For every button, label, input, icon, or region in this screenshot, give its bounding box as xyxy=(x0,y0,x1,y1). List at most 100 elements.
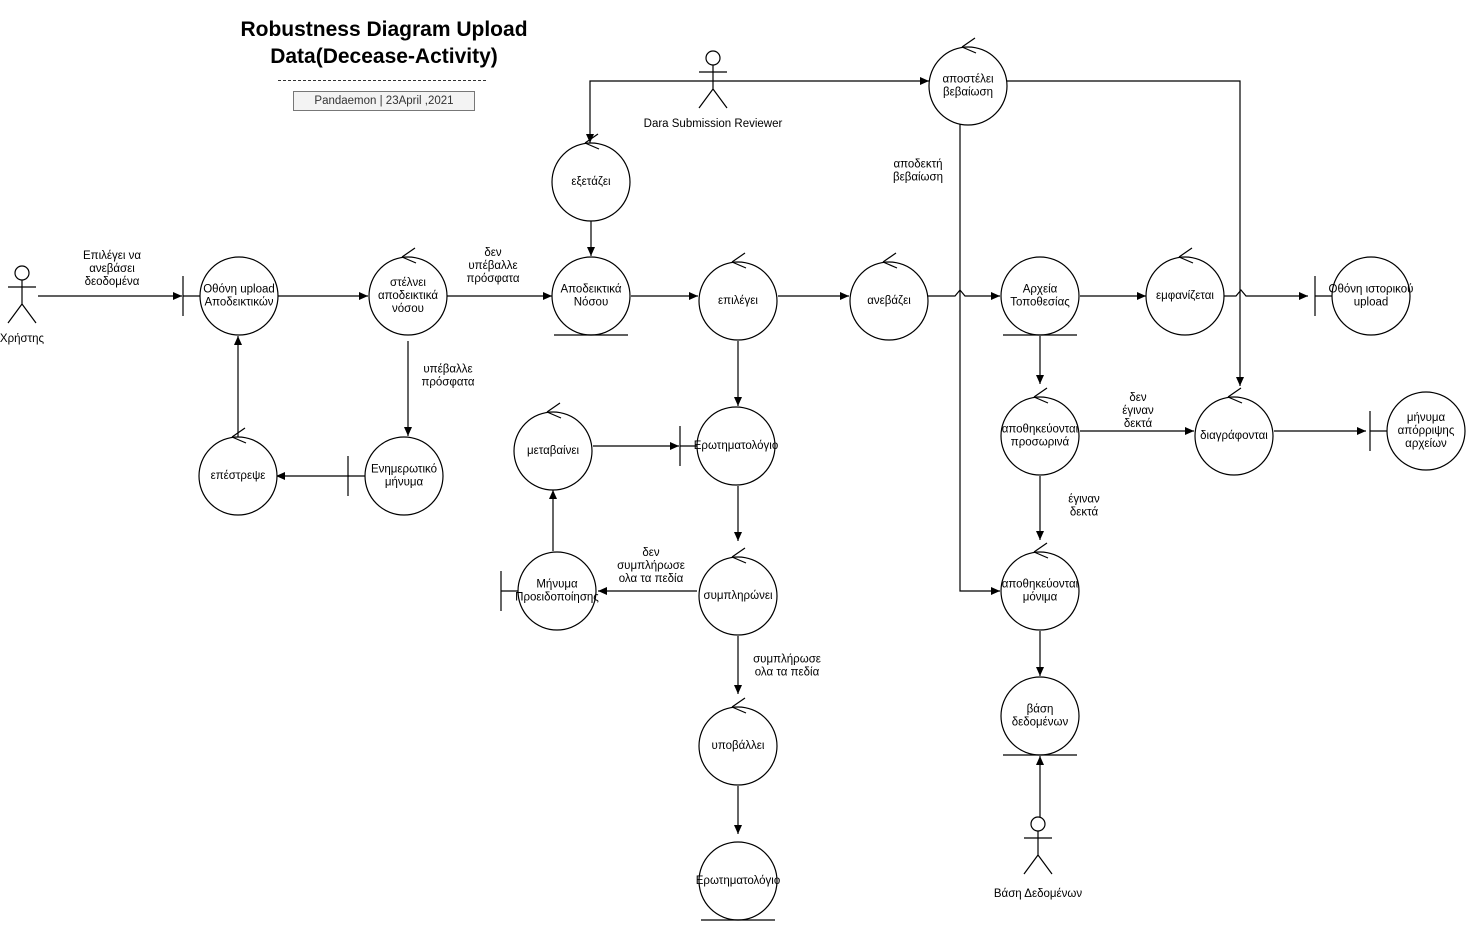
edge-label-not-submitted-line-1: δεν xyxy=(484,247,502,259)
stick-figure-icon xyxy=(698,65,728,109)
actor-reviewer[interactable]: Dara Submission Reviewer xyxy=(644,50,783,130)
disease-proof-label-line-1: Αποδεικτικά xyxy=(560,284,621,296)
uploads-label-line-1: ανεβάζει xyxy=(867,295,911,307)
returns-label-line-1: επέστρεψε xyxy=(211,470,266,482)
fills-label-line-1: συμπληρώνει xyxy=(703,590,772,602)
actor-user[interactable]: Χρήστης xyxy=(0,265,45,345)
sends-confirmation-label-line-1: αποστέλει xyxy=(942,74,993,86)
edge-label-submitted-line-2: πρόσφατα xyxy=(421,377,474,389)
control-circle xyxy=(698,556,778,636)
connector-arrow xyxy=(928,289,1000,300)
control-arrowhead-icon xyxy=(882,252,898,269)
control-circle xyxy=(698,261,778,341)
control-circle xyxy=(1145,256,1225,336)
history-screen-label-line-2: upload xyxy=(1354,297,1389,309)
upload-screen-label-line-2: Αποδεικτικών xyxy=(204,297,273,309)
actor-head-icon xyxy=(1030,816,1046,832)
control-circle xyxy=(513,411,593,491)
database-entity-label-line-2: δεδομένων xyxy=(1012,717,1069,729)
returns-control[interactable]: επέστρεψε xyxy=(198,427,278,516)
displayed-control[interactable]: εμφανίζεται xyxy=(1145,247,1225,336)
connector-arrow xyxy=(959,124,1000,595)
edge-label-not-all-fields-line-3: ολα τα πεδία xyxy=(619,573,684,585)
control-circle xyxy=(928,46,1008,126)
questionnaire1-boundary[interactable]: Ερωτηματολόγιο xyxy=(679,406,778,486)
actor-database[interactable]: Βάση Δεδομένων xyxy=(994,816,1082,900)
control-arrowhead-icon xyxy=(1033,387,1049,404)
connector-arrow xyxy=(1007,80,1244,386)
edge-label-accepted-line-1: έγιναν xyxy=(1068,494,1100,506)
stored-perm-label-line-1: αποθηκεύονται xyxy=(1002,579,1079,591)
control-arrowhead-icon xyxy=(401,247,417,264)
control-arrowhead-icon xyxy=(1178,247,1194,264)
location-files-label-line-1: Αρχεία xyxy=(1023,284,1058,296)
control-circle xyxy=(698,706,778,786)
uploads-control[interactable]: ανεβάζει xyxy=(849,252,929,341)
title-line-1: Robustness Diagram Upload xyxy=(240,18,528,41)
questionnaire2-entity[interactable]: Ερωτηματολόγιο xyxy=(696,841,780,921)
questionnaire1-label-line-1: Ερωτηματολόγιο xyxy=(694,440,778,452)
actor-head-icon xyxy=(14,265,30,281)
control-circle xyxy=(1194,396,1274,476)
edge-label-not-all-fields-line-2: συμπλήρωσε xyxy=(617,560,685,572)
subtitle-badge: Pandaemon | 23April ,2021 xyxy=(293,91,475,111)
edge-label-not-submitted-line-2: υπέβαλλε xyxy=(468,260,517,272)
edge-label-not-accepted-line-2: έγιναν xyxy=(1122,405,1154,417)
deleted-label-line-1: διαγράφονται xyxy=(1200,430,1268,442)
displayed-label-line-1: εμφανίζεται xyxy=(1156,290,1214,302)
control-circle xyxy=(1000,396,1080,476)
connector-arrow xyxy=(1224,289,1308,300)
selects-control[interactable]: επιλέγει xyxy=(698,252,778,341)
control-circle xyxy=(368,256,448,336)
fills-control[interactable]: συμπληρώνει xyxy=(698,547,778,636)
warning-message-label-line-1: Μήνυμα xyxy=(536,579,578,591)
sends-confirmation-label-line-2: βεβαίωση xyxy=(943,87,993,99)
actor-label: Βάση Δεδομένων xyxy=(994,888,1082,900)
edge-label-accepted-confirmation-line-1: αποδεκτή xyxy=(893,159,942,171)
control-arrowhead-icon xyxy=(731,697,747,714)
control-arrowhead-icon xyxy=(231,427,247,444)
upload-screen-label-line-1: Οθόνη upload xyxy=(203,284,275,296)
edge-label-all-fields-line-1: συμπλήρωσε xyxy=(753,654,821,666)
control-arrowhead-icon xyxy=(731,252,747,269)
goes-to-control[interactable]: μεταβαίνει xyxy=(513,402,593,491)
sends-proof-label-line-2: αποδεικτικά xyxy=(378,290,438,302)
submits-control[interactable]: υποβάλλει xyxy=(698,697,778,786)
selects-label-line-1: επιλέγει xyxy=(718,295,758,307)
deleted-control[interactable]: διαγράφονται xyxy=(1194,387,1274,476)
connector-arrow xyxy=(586,80,728,143)
rejection-message-label-line-2: απόρριψης xyxy=(1398,425,1455,437)
rejection-message-label-line-1: μήνυμα xyxy=(1407,412,1446,424)
examines-label-line-1: εξετάζει xyxy=(571,176,611,188)
history-screen-label-line-1: Οθόνη ιστορικού xyxy=(1329,284,1414,296)
submits-label-line-1: υποβάλλει xyxy=(712,740,765,752)
stick-figure-icon xyxy=(7,280,37,324)
database-entity-label-line-1: βάση xyxy=(1027,704,1054,716)
stored-temp-label-line-2: προσωρινά xyxy=(1011,437,1070,449)
edge-label-user-to-screen-line-2: ανεβάσει xyxy=(89,263,135,275)
examines-control[interactable]: εξετάζει xyxy=(551,133,631,222)
goes-to-label-line-1: μεταβαίνει xyxy=(527,445,579,457)
title-divider xyxy=(278,80,486,81)
control-circle xyxy=(551,142,631,222)
edge-label-submitted-line-1: υπέβαλλε xyxy=(423,364,472,376)
